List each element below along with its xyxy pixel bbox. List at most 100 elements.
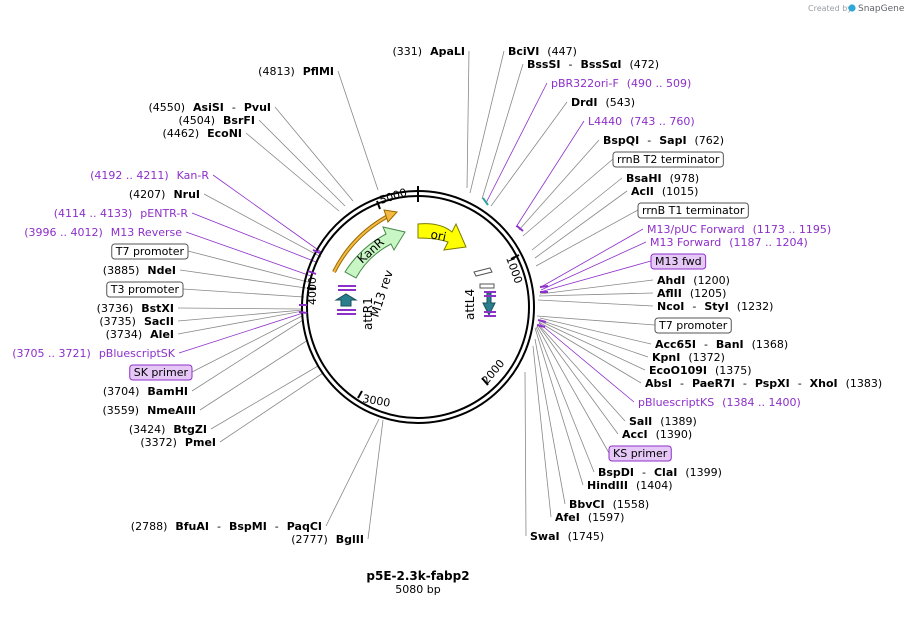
tick-mark-2000 bbox=[481, 377, 489, 386]
attl4-small-feature-outline bbox=[473, 267, 493, 277]
leader-line-5 bbox=[515, 120, 585, 228]
site-label-19-part-1: (1372) bbox=[688, 351, 725, 364]
site-label-52-part-0: (2777) bbox=[291, 533, 328, 546]
site-label-37-part-0: (4114 .. 4133) bbox=[54, 207, 133, 220]
site-label-6-part-1: - bbox=[647, 134, 651, 147]
site-label-9: AclI (1015) bbox=[631, 185, 698, 198]
site-label-1: BciVI(447) bbox=[508, 45, 577, 58]
leader-line-3 bbox=[485, 82, 548, 204]
attl4-feature-arrow bbox=[482, 292, 496, 317]
site-label-17-part-0: T7 promoter bbox=[658, 319, 728, 332]
site-label-29-part-0: AfeI bbox=[555, 511, 580, 524]
leader-line-8 bbox=[531, 177, 623, 251]
site-label-43-part-0: (3735) bbox=[99, 315, 136, 328]
site-label-16-part-3: (1232) bbox=[737, 300, 774, 313]
leader-line-43 bbox=[177, 309, 304, 322]
site-label-12-part-0: M13 Forward bbox=[650, 236, 721, 249]
snapgene-credit: Created by SnapGene bbox=[808, 4, 905, 14]
tick-mark-4000 bbox=[306, 287, 317, 290]
site-label-20-part-0: EcoO109I bbox=[649, 364, 707, 377]
leader-line-25 bbox=[536, 325, 610, 454]
site-label-21-part-4: PspXI bbox=[755, 377, 790, 390]
site-label-21-part-2: PaeR7I bbox=[692, 377, 735, 390]
site-label-44-part-0: (3734) bbox=[106, 328, 143, 341]
site-label-44-part-1: AleI bbox=[150, 328, 174, 341]
site-label-13-part-0: M13 fwd bbox=[655, 255, 702, 268]
site-label-7: rrnB T2 terminator bbox=[612, 151, 724, 168]
site-label-box-46 bbox=[129, 364, 193, 381]
leader-line-24 bbox=[537, 324, 619, 435]
site-label-28-part-0: BbvCI bbox=[569, 498, 605, 511]
leader-line-11 bbox=[540, 228, 644, 288]
site-label-40-part-0: (3885) bbox=[103, 264, 140, 277]
site-label-6-part-3: (762) bbox=[695, 134, 725, 147]
leader-line-50 bbox=[219, 372, 324, 443]
site-label-48-part-1: NmeAIII bbox=[147, 404, 196, 417]
attr1-feature-arrow bbox=[334, 293, 358, 307]
site-label-14-part-0: AhdI bbox=[657, 274, 685, 287]
site-label-21-part-3: - bbox=[743, 377, 747, 390]
site-label-33-part-1: BsrFI bbox=[223, 114, 255, 127]
ori-feature-arrow bbox=[417, 222, 467, 251]
site-label-43: (3735) SacII bbox=[99, 315, 174, 328]
site-label-5-part-1: (743 .. 760) bbox=[630, 115, 695, 128]
site-label-4-part-1: (543) bbox=[606, 96, 636, 109]
site-label-22-part-1: (1384 .. 1400) bbox=[722, 396, 801, 409]
site-label-22-part-0: pBluescriptKS bbox=[638, 396, 714, 409]
site-label-6-part-2: SapI bbox=[659, 134, 686, 147]
site-label-44: (3734) AleI bbox=[106, 328, 174, 341]
site-label-35-part-0: (4192 .. 4211) bbox=[90, 169, 169, 182]
site-label-40-part-1: NdeI bbox=[147, 264, 176, 277]
leader-line-47 bbox=[191, 319, 304, 392]
site-label-9-part-0: AclI bbox=[631, 185, 654, 198]
leader-line-19 bbox=[539, 319, 649, 358]
site-label-38-part-1: M13 Reverse bbox=[111, 226, 182, 239]
site-label-28-part-1: (1558) bbox=[613, 498, 650, 511]
site-label-2-part-0: BssSI bbox=[527, 58, 561, 71]
site-label-18-part-0: Acc65I bbox=[655, 338, 696, 351]
site-label-10-part-0: rrnB T1 terminator bbox=[642, 204, 745, 217]
site-label-9-part-1: (1015) bbox=[662, 185, 699, 198]
site-label-26: BspDI-ClaI(1399) bbox=[598, 466, 722, 479]
site-label-4-part-0: DrdI bbox=[571, 96, 598, 109]
site-label-32-part-1: AsiSI bbox=[193, 101, 224, 114]
site-label-51-part-3: BspMI bbox=[229, 520, 267, 533]
site-label-27-part-0: HindIII bbox=[587, 479, 628, 492]
site-label-32-part-0: (4550) bbox=[148, 101, 185, 114]
leader-line-45 bbox=[178, 312, 304, 354]
site-label-26-part-1: - bbox=[642, 466, 646, 479]
leader-line-40 bbox=[179, 269, 307, 289]
leader-line-2 bbox=[481, 63, 524, 200]
leader-line-6 bbox=[518, 139, 600, 231]
site-label-45-part-0: (3705 .. 3721) bbox=[12, 347, 91, 360]
site-label-14-part-1: (1200) bbox=[693, 274, 730, 287]
site-label-15: AflII(1205) bbox=[657, 287, 726, 300]
site-label-18-part-3: (1368) bbox=[752, 338, 789, 351]
site-label-16-part-0: NcoI bbox=[657, 300, 684, 313]
leader-line-39 bbox=[187, 250, 309, 283]
site-label-37: (4114 .. 4133)pENTR-R bbox=[54, 207, 189, 220]
ori-feature-label: ori bbox=[429, 227, 447, 244]
site-label-51: (2788)BfuAI-BspMI-PaqCI bbox=[131, 520, 322, 533]
site-label-12-part-1: (1187 .. 1204) bbox=[729, 236, 808, 249]
leader-line-28 bbox=[534, 338, 566, 505]
site-label-box-39 bbox=[111, 243, 189, 260]
snapgene-logo-icon bbox=[848, 4, 856, 12]
site-label-1-part-0: BciVI bbox=[508, 45, 539, 58]
leader-line-42 bbox=[177, 307, 304, 310]
site-label-25: KS primer bbox=[608, 445, 672, 462]
site-label-38-part-0: (3996 .. 4012) bbox=[24, 226, 103, 239]
site-label-32-part-3: PvuI bbox=[244, 101, 271, 114]
site-label-46-part-0: SK primer bbox=[134, 366, 189, 379]
site-label-43-part-1: SacII bbox=[144, 315, 174, 328]
leader-line-44 bbox=[177, 310, 304, 335]
leader-line-29 bbox=[532, 345, 552, 518]
kanr-primer-arrowhead bbox=[383, 209, 398, 223]
site-label-51-part-2: - bbox=[217, 520, 221, 533]
site-label-42-part-0: (3736) bbox=[97, 302, 134, 315]
site-label-29-part-1: (1597) bbox=[588, 511, 625, 524]
site-label-38: (3996 .. 4012) M13 Reverse bbox=[24, 226, 182, 239]
leader-line-7 bbox=[522, 158, 614, 237]
site-label-20-part-1: (1375) bbox=[715, 364, 752, 377]
site-label-49: (3424)BtgZI bbox=[129, 423, 207, 436]
